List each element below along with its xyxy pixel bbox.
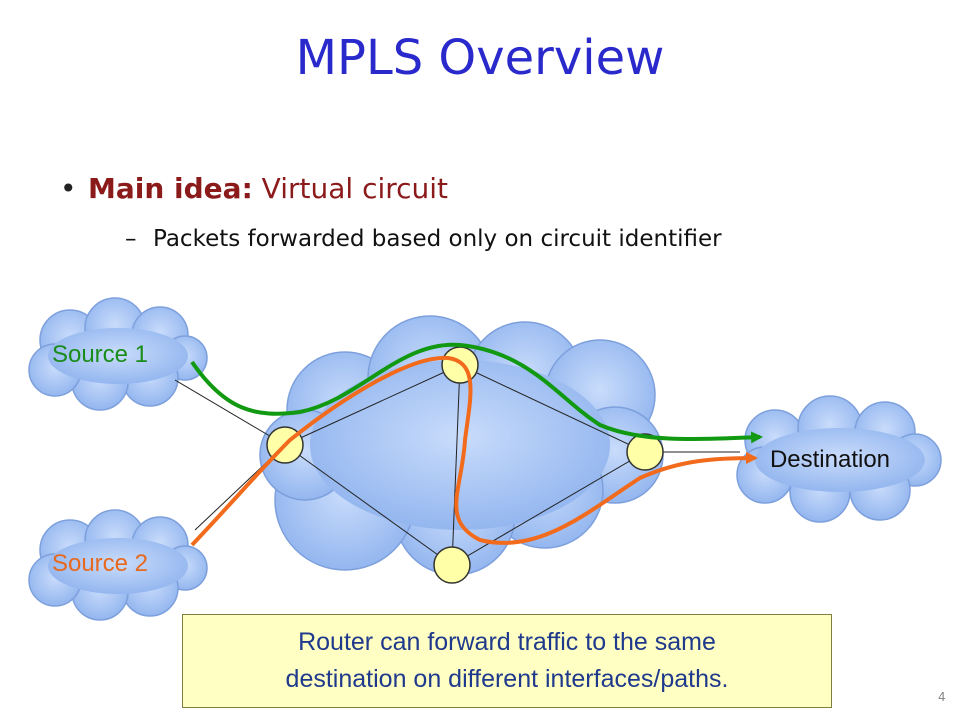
slide-title: MPLS Overview bbox=[295, 30, 665, 86]
source1-cloud bbox=[28, 297, 208, 411]
sub-bullet-text: Packets forwarded based only on circuit … bbox=[153, 226, 722, 252]
callout-box: Router can forward traffic to the same d… bbox=[182, 614, 832, 708]
callout-line-2: destination on different interfaces/path… bbox=[285, 665, 729, 693]
destination-cloud bbox=[736, 395, 942, 523]
page-number: 4 bbox=[938, 690, 946, 704]
orange-path bbox=[190, 355, 758, 547]
router-right bbox=[626, 433, 664, 471]
destination-label: Destination bbox=[770, 446, 890, 473]
main-bullet: • Main idea: Virtual circuit bbox=[60, 172, 448, 205]
sub-bullet-dash-icon: – bbox=[125, 226, 137, 252]
source2-label: Source 2 bbox=[52, 550, 148, 577]
bullet-dot-icon: • bbox=[60, 172, 77, 205]
router-top bbox=[441, 346, 479, 384]
green-path bbox=[190, 342, 763, 444]
bullet-text: Virtual circuit bbox=[261, 172, 449, 205]
sub-bullet: –Packets forwarded based only on circuit… bbox=[125, 226, 722, 252]
bullet-label: Main idea: bbox=[88, 172, 253, 205]
router-bottom bbox=[433, 546, 471, 584]
source1-label: Source 1 bbox=[52, 341, 148, 368]
source2-cloud bbox=[28, 509, 208, 621]
callout-line-1: Router can forward traffic to the same bbox=[298, 628, 716, 656]
